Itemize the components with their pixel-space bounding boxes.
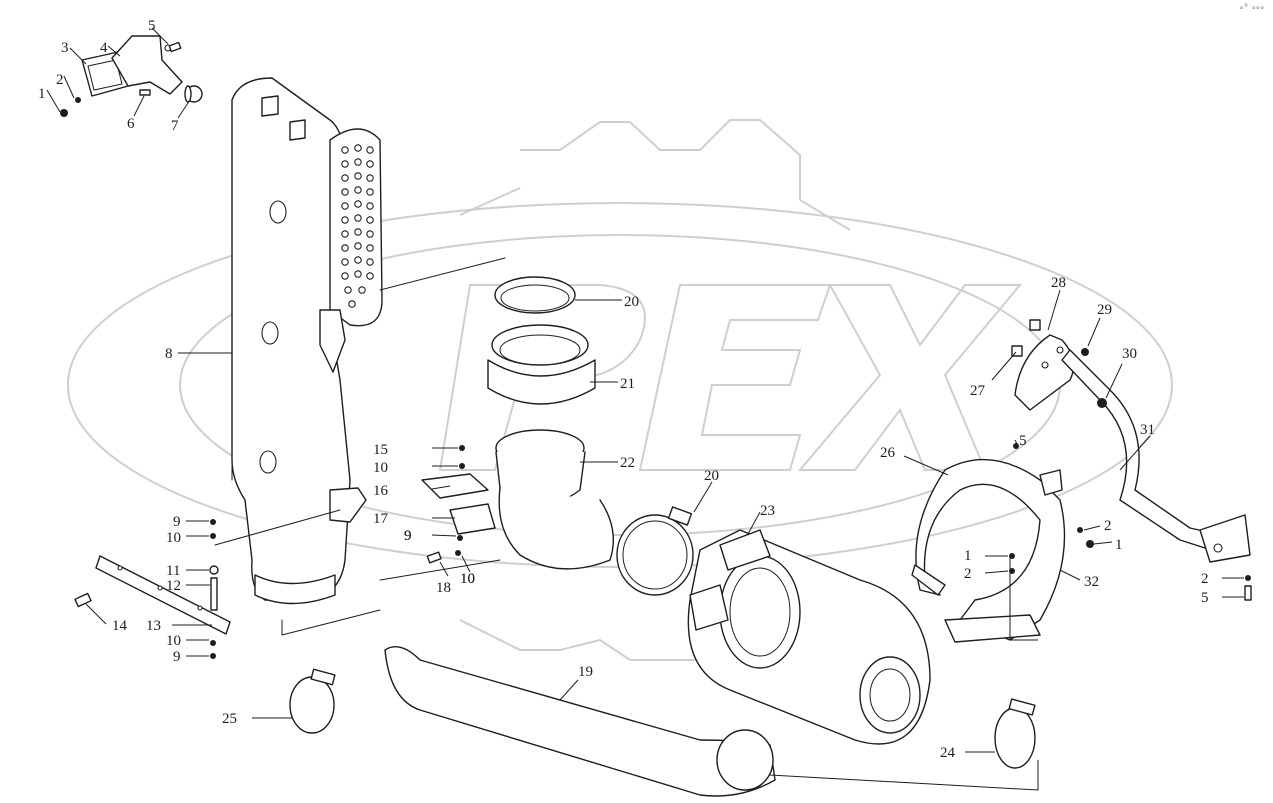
callout-27: 27 bbox=[970, 383, 986, 399]
filter-inlet bbox=[719, 555, 801, 669]
callout-31: 31 bbox=[1140, 422, 1155, 438]
callout-19: 19 bbox=[578, 664, 593, 680]
callout-23: 23 bbox=[760, 503, 775, 519]
bracket-assembly bbox=[60, 35, 203, 117]
callout-8: 8 bbox=[165, 346, 173, 362]
duct-side-opening-1 bbox=[269, 200, 287, 224]
hose-19 bbox=[384, 646, 776, 797]
callout-26: 26 bbox=[880, 445, 896, 461]
intake-connectors bbox=[487, 276, 694, 596]
callout-5-mid: 5 bbox=[1019, 433, 1027, 449]
callout-9-c: 9 bbox=[173, 649, 181, 665]
air-intake-duct bbox=[214, 77, 506, 636]
callout-20-b: 20 bbox=[704, 468, 719, 484]
callout-13: 13 bbox=[146, 618, 161, 634]
callout-2-far-right: 2 bbox=[1201, 571, 1209, 587]
callout-25: 25 bbox=[222, 711, 237, 727]
callout-11: 11 bbox=[166, 563, 180, 579]
air-filter-assembly bbox=[289, 529, 1036, 797]
end-bracket bbox=[1199, 514, 1251, 563]
callout-1-topleft: 1 bbox=[38, 86, 46, 102]
callout-30: 30 bbox=[1122, 346, 1137, 362]
callout-10-b: 10 bbox=[373, 460, 388, 476]
clamp-20b bbox=[616, 514, 694, 596]
duct-outlet-ring bbox=[254, 574, 336, 605]
callout-9-b: 9 bbox=[404, 528, 412, 544]
duct-valve bbox=[319, 309, 346, 373]
callout-5-topleft: 5 bbox=[148, 18, 156, 34]
callout-21: 21 bbox=[620, 376, 635, 392]
callout-9-d: 9 bbox=[404, 528, 412, 544]
callout-28: 28 bbox=[1051, 275, 1066, 291]
callout-7: 7 bbox=[171, 118, 179, 134]
stud-12 bbox=[210, 577, 218, 611]
clamp-25 bbox=[289, 676, 335, 734]
callout-24: 24 bbox=[940, 745, 956, 761]
bracket bbox=[111, 35, 183, 95]
duct-side-opening-3 bbox=[259, 450, 277, 474]
seal-21-top bbox=[491, 324, 589, 366]
leader-lines bbox=[46, 27, 1244, 791]
callout-labels: 1 2 3 4 5 6 7 8 9 10 9 10 11 12 13 14 10… bbox=[38, 18, 1209, 761]
callout-3: 3 bbox=[61, 40, 69, 56]
callout-2-right: 2 bbox=[1104, 518, 1112, 534]
support-bar bbox=[74, 519, 231, 659]
callout-10-a: 10 bbox=[166, 530, 181, 546]
bolt-18 bbox=[426, 551, 442, 564]
mounting-strap-assembly bbox=[911, 319, 1252, 643]
callout-14: 14 bbox=[112, 618, 128, 634]
duct-bracket bbox=[329, 487, 367, 523]
filter-outlet bbox=[859, 656, 921, 734]
corner-mark: ₒ⁰ ₒₒₒ bbox=[1240, 2, 1265, 11]
duct-top-clip-1 bbox=[261, 95, 279, 117]
filter-band-1 bbox=[719, 529, 771, 571]
callout-29: 29 bbox=[1097, 302, 1112, 318]
callout-1-right: 1 bbox=[1115, 537, 1123, 553]
callout-1-mid: 1 bbox=[964, 548, 972, 564]
callout-4: 4 bbox=[100, 40, 108, 56]
bolt-6 bbox=[139, 89, 151, 96]
watermark-gear-outline bbox=[459, 119, 851, 661]
small-brackets bbox=[421, 445, 496, 564]
bolt-5 bbox=[168, 41, 182, 53]
watermark-letter-x bbox=[797, 284, 1023, 471]
plate-27 bbox=[1014, 334, 1075, 411]
bolt-14 bbox=[74, 592, 92, 608]
callout-22: 22 bbox=[620, 455, 635, 471]
callout-2-topleft: 2 bbox=[56, 72, 64, 88]
callout-10-c: 10 bbox=[166, 633, 181, 649]
clamp-20a bbox=[494, 276, 576, 314]
watermark-letter-e bbox=[638, 284, 832, 471]
filter-band-2 bbox=[689, 584, 729, 631]
strap-26 bbox=[915, 458, 1066, 641]
callout-9-a: 9 bbox=[173, 514, 181, 530]
seal-21-body bbox=[487, 359, 596, 405]
duct-side-opening-2 bbox=[261, 321, 279, 345]
pipe-31 bbox=[1061, 349, 1209, 549]
callout-32: 32 bbox=[1084, 574, 1099, 590]
callout-6: 6 bbox=[127, 116, 135, 132]
callout-15: 15 bbox=[373, 442, 388, 458]
callout-12: 12 bbox=[166, 578, 181, 594]
grille-holes bbox=[341, 144, 374, 308]
callout-20-a: 20 bbox=[624, 294, 639, 310]
callout-16: 16 bbox=[373, 483, 389, 499]
callout-10-e: 10 bbox=[460, 571, 475, 587]
duct-top-clip-2 bbox=[289, 119, 306, 141]
callout-2-mid: 2 bbox=[964, 566, 972, 582]
callout-18: 18 bbox=[436, 580, 451, 596]
callout-17: 17 bbox=[373, 511, 389, 527]
clamp-24 bbox=[994, 707, 1036, 769]
callout-10-d: 10 bbox=[460, 571, 475, 587]
duct-grille-panel bbox=[329, 128, 383, 327]
callout-5-far-right: 5 bbox=[1201, 590, 1209, 606]
